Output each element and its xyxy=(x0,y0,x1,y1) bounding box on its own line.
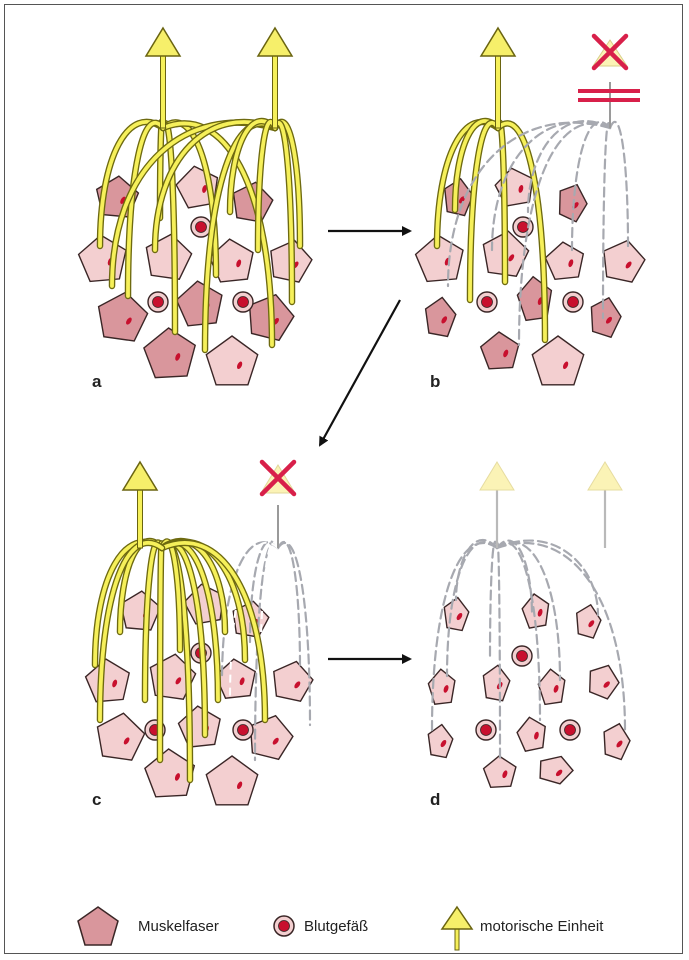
muscle-fiber xyxy=(484,756,516,787)
muscle-fiber xyxy=(99,292,148,341)
blood-vessel xyxy=(560,720,580,740)
blood-vessel xyxy=(148,292,168,312)
muscle-fiber xyxy=(426,297,456,336)
degenerated-axon xyxy=(610,122,628,246)
arrow-b-to-c xyxy=(320,300,400,445)
muscle-fiber xyxy=(483,665,509,700)
degenerated-axon xyxy=(497,543,500,760)
motor-neuron-icon xyxy=(258,28,292,128)
muscle-fiber xyxy=(532,336,583,385)
motor-neuron-icon xyxy=(588,462,622,548)
legend-muscle-fiber-label: Muskelfaser xyxy=(138,918,219,935)
muscle-fiber xyxy=(444,598,469,631)
panel-label-c: c xyxy=(92,790,101,809)
degenerated-axon xyxy=(603,123,610,318)
legend-muscle-fiber-icon xyxy=(78,907,118,945)
blood-vessel xyxy=(512,646,532,666)
muscle-fiber xyxy=(545,242,583,279)
legend-blood-vessel-icon xyxy=(274,916,294,936)
blood-vessel xyxy=(233,720,253,740)
muscle-fiber xyxy=(251,716,293,760)
muscle-fiber xyxy=(206,756,257,805)
muscle-fiber xyxy=(538,669,565,704)
lesion-bar xyxy=(578,89,640,93)
panel-label-a: a xyxy=(92,372,102,391)
legend: Muskelfaser Blutgefäß motorische Einheit xyxy=(78,907,604,950)
blood-vessel xyxy=(563,292,583,312)
muscle-fiber xyxy=(591,298,621,338)
muscle-fiber xyxy=(517,717,545,751)
blood-vessel xyxy=(191,217,211,237)
motor-neuron-icon xyxy=(146,28,180,128)
muscle-fiber xyxy=(98,713,145,760)
muscle-fiber xyxy=(206,336,257,385)
muscle-fiber xyxy=(540,757,573,784)
blood-vessel xyxy=(233,292,253,312)
muscle-fiber xyxy=(481,332,519,369)
muscle-fiber xyxy=(590,666,619,699)
blood-vessel xyxy=(476,720,496,740)
panel-label-d: d xyxy=(430,790,440,809)
panel-label-b: b xyxy=(430,372,440,391)
muscle-fiber xyxy=(216,659,256,698)
muscle-fiber xyxy=(604,724,630,760)
motor-neuron-icon xyxy=(481,28,515,128)
legend-motor-unit-icon xyxy=(442,907,472,950)
muscle-fiber xyxy=(177,281,222,326)
blood-vessel xyxy=(477,292,497,312)
muscle-fiber xyxy=(121,591,161,630)
muscle-fiber xyxy=(274,662,313,702)
degenerated-axon xyxy=(490,542,497,660)
muscle-fiber xyxy=(604,241,645,283)
muscle-fiber xyxy=(179,706,221,747)
motor-neuron-icon xyxy=(123,462,157,548)
legend-motor-unit-label: motorische Einheit xyxy=(480,918,604,935)
muscle-fiber xyxy=(144,328,195,378)
legend-blood-vessel-label: Blutgefäß xyxy=(304,918,368,935)
motor-neuron-icon xyxy=(480,462,514,548)
lesion-bar xyxy=(578,98,640,102)
